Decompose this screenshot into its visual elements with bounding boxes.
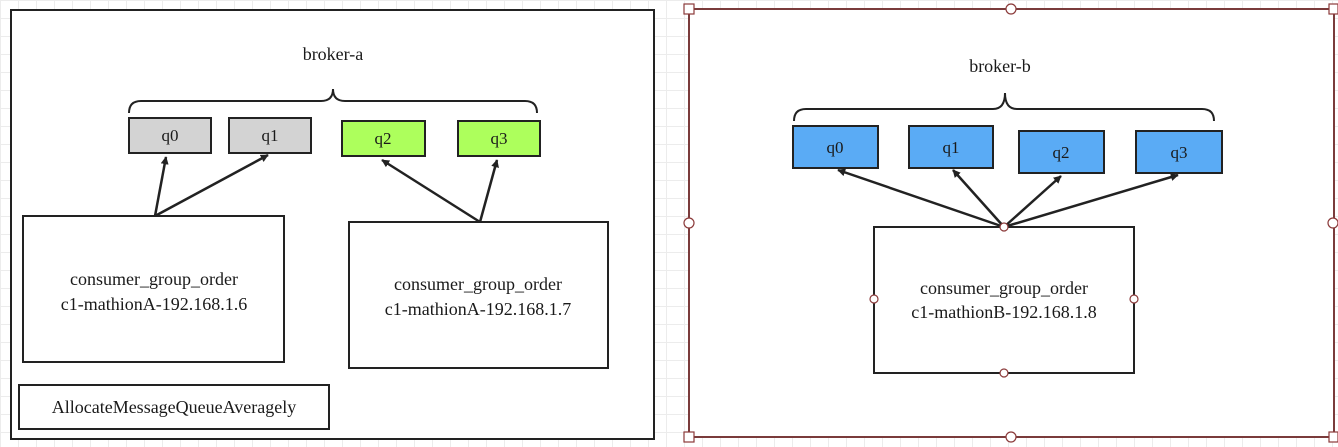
queue-label: q0 <box>827 138 844 157</box>
resize-handle-top-left[interactable] <box>683 3 695 15</box>
consumer-box-2[interactable]: consumer_group_order c1-mathionA-192.168… <box>348 221 609 369</box>
arrow-consumer2-to-q2 <box>381 158 481 224</box>
connection-point-handle[interactable] <box>999 222 1009 232</box>
strategy-label-box[interactable]: AllocateMessageQueueAveragely <box>18 384 330 430</box>
queue-label: q2 <box>1053 143 1070 162</box>
resize-handle-left[interactable] <box>683 217 695 229</box>
consumer-instance-label: c1-mathionA-192.168.1.6 <box>61 294 247 314</box>
resize-handle-top[interactable] <box>1005 3 1017 15</box>
arrow-consumer1-to-q1 <box>154 153 269 218</box>
connection-point-handle[interactable] <box>999 368 1009 378</box>
queue-q2[interactable]: q2 <box>341 120 426 157</box>
connection-point-handle[interactable] <box>1129 294 1139 304</box>
arrow-consumer2-to-q3 <box>478 159 499 223</box>
consumer-box-1[interactable]: consumer_group_order c1-mathionA-192.168… <box>22 215 285 363</box>
panel-selection-handles[interactable] <box>683 3 1338 443</box>
arrow-consumer-to-q2 <box>1003 175 1062 228</box>
broker-b-title: broker-b <box>969 56 1031 76</box>
queue-q3[interactable]: q3 <box>1135 130 1223 174</box>
consumer-group-label: consumer_group_order <box>394 274 562 294</box>
strategy-label: AllocateMessageQueueAveragely <box>52 397 297 417</box>
arrow-consumer-to-q0 <box>837 168 1005 229</box>
queue-q0[interactable]: q0 <box>792 125 879 169</box>
consumer-group-label: consumer_group_order <box>920 278 1088 298</box>
queue-q0[interactable]: q0 <box>128 117 212 154</box>
resize-handle-bottom-right[interactable] <box>1328 431 1338 443</box>
connection-point-handle[interactable] <box>869 294 879 304</box>
broker-a-title: broker-a <box>303 44 364 64</box>
queue-label: q1 <box>943 138 960 157</box>
queue-label: q3 <box>491 129 508 148</box>
queue-label: q0 <box>162 126 179 145</box>
arrow-consumer1-to-q0 <box>153 156 169 217</box>
resize-handle-top-right[interactable] <box>1328 3 1338 15</box>
broker-a-brace <box>128 88 538 114</box>
resize-handle-bottom-left[interactable] <box>683 431 695 443</box>
queue-q1[interactable]: q1 <box>228 117 312 154</box>
consumer-box[interactable]: consumer_group_order c1-mathionB-192.168… <box>873 226 1135 374</box>
consumer-instance-label: c1-mathionA-192.168.1.7 <box>385 299 571 319</box>
queue-q3[interactable]: q3 <box>457 120 541 157</box>
consumer-instance-label: c1-mathionB-192.168.1.8 <box>911 302 1096 322</box>
queue-label: q2 <box>375 129 392 148</box>
right-panel[interactable]: broker-b q0 q1 q2 q3 consumer_group_orde… <box>683 3 1338 443</box>
arrow-consumer-to-q3 <box>1003 173 1179 229</box>
queue-q2[interactable]: q2 <box>1018 130 1105 174</box>
left-panel[interactable]: broker-a q0 q1 q2 q3 consumer_group_orde… <box>10 9 655 440</box>
broker-b-brace <box>793 92 1215 122</box>
resize-handle-right[interactable] <box>1327 217 1338 229</box>
resize-handle-bottom[interactable] <box>1005 431 1017 443</box>
queue-label: q1 <box>262 126 279 145</box>
queue-q1[interactable]: q1 <box>908 125 994 169</box>
queue-label: q3 <box>1171 143 1188 162</box>
arrow-consumer-to-q1 <box>952 169 1005 228</box>
consumer-box-handles[interactable] <box>869 222 1139 378</box>
consumer-group-label: consumer_group_order <box>70 269 238 289</box>
